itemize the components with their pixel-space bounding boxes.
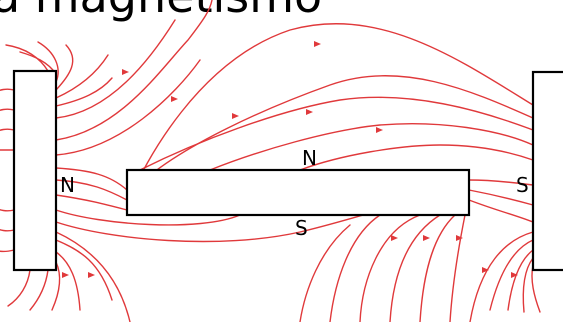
field-line — [55, 251, 81, 311]
field-line — [55, 77, 113, 107]
field-line — [55, 19, 176, 119]
field-line — [55, 179, 128, 201]
field-arrow — [391, 235, 398, 241]
right-magnet — [531, 70, 563, 272]
field-line — [468, 189, 534, 206]
field-line — [55, 239, 113, 301]
title-fragment: a magnetismo — [0, 0, 322, 23]
field-arrow — [423, 235, 430, 241]
center-magnet-north-label: N — [302, 146, 317, 170]
field-line — [55, 194, 128, 211]
field-line — [329, 214, 381, 322]
field-line — [0, 229, 15, 232]
field-line — [209, 123, 534, 171]
field-arrow — [171, 96, 178, 102]
field-line — [55, 59, 201, 156]
field-arrow — [232, 113, 239, 119]
field-arrow — [376, 127, 383, 133]
field-line — [389, 214, 441, 322]
field-line — [126, 74, 534, 199]
field-arrow — [122, 69, 129, 75]
field-line — [37, 41, 59, 83]
field-line — [5, 44, 49, 72]
field-arrow — [511, 272, 518, 278]
field-line — [126, 23, 534, 206]
field-line — [0, 249, 15, 253]
field-line — [55, 44, 74, 91]
field-arrow — [456, 235, 463, 241]
field-line — [7, 269, 31, 307]
right-magnet-pole-label: S — [516, 173, 529, 197]
field-line — [489, 239, 534, 311]
field-line — [468, 179, 534, 186]
left-magnet-pole-label: N — [60, 173, 75, 197]
field-line — [419, 214, 456, 322]
field-line — [468, 199, 534, 223]
field-arrow — [88, 272, 95, 278]
field-line — [469, 231, 534, 322]
field-arrow — [314, 41, 321, 47]
field-line — [139, 96, 534, 171]
field-line — [531, 264, 541, 313]
field-line — [29, 269, 49, 311]
field-line — [55, 209, 241, 226]
field-line — [0, 88, 15, 91]
field-line — [359, 214, 421, 322]
field-line — [507, 249, 534, 311]
field-line — [0, 108, 15, 111]
field-line — [55, 231, 131, 322]
field-line — [0, 128, 15, 131]
left-magnet — [12, 69, 58, 272]
field-line — [299, 144, 534, 171]
field-line — [55, 54, 109, 99]
field-line — [55, 0, 213, 141]
field-arrow — [306, 109, 313, 115]
field-line — [51, 261, 61, 311]
field-line — [449, 214, 466, 322]
center-magnet — [125, 168, 471, 217]
field-line — [55, 167, 128, 191]
field-arrow — [62, 272, 69, 278]
field-line — [522, 257, 534, 313]
field-arrow — [482, 267, 489, 273]
center-magnet-south-label: S — [295, 216, 308, 240]
field-line — [299, 224, 351, 322]
field-line — [0, 209, 15, 212]
